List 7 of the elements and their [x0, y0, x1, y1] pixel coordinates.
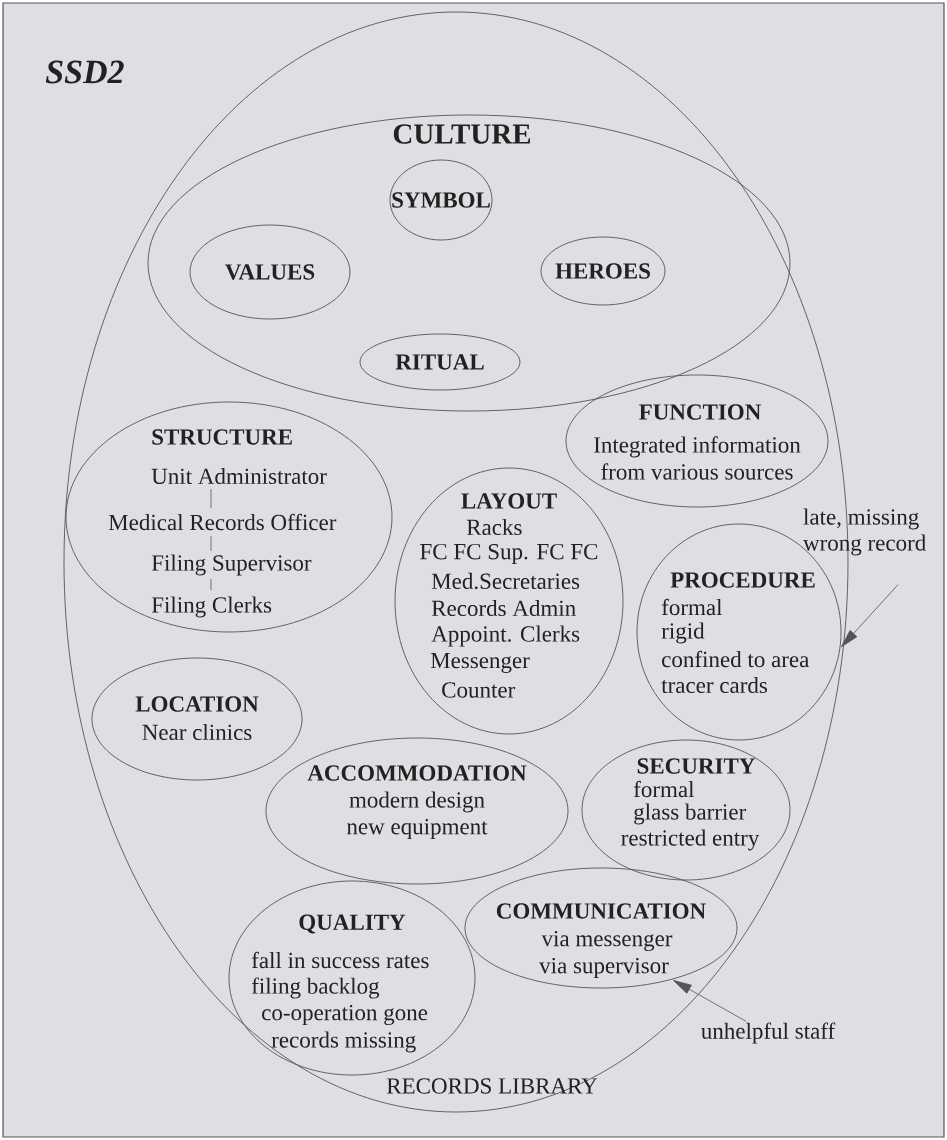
annotation-text: late, missing wrong record: [803, 508, 926, 556]
arrow: [841, 584, 899, 648]
arrow: [673, 980, 747, 1022]
diagram-title: SSD2: [45, 60, 124, 84]
annotation-text: unhelpful staff: [701, 1022, 836, 1044]
ellipse-heading: RECORDS LIBRARY: [386, 1078, 598, 1094]
ellipse-heading: CULTURE: [393, 124, 531, 144]
